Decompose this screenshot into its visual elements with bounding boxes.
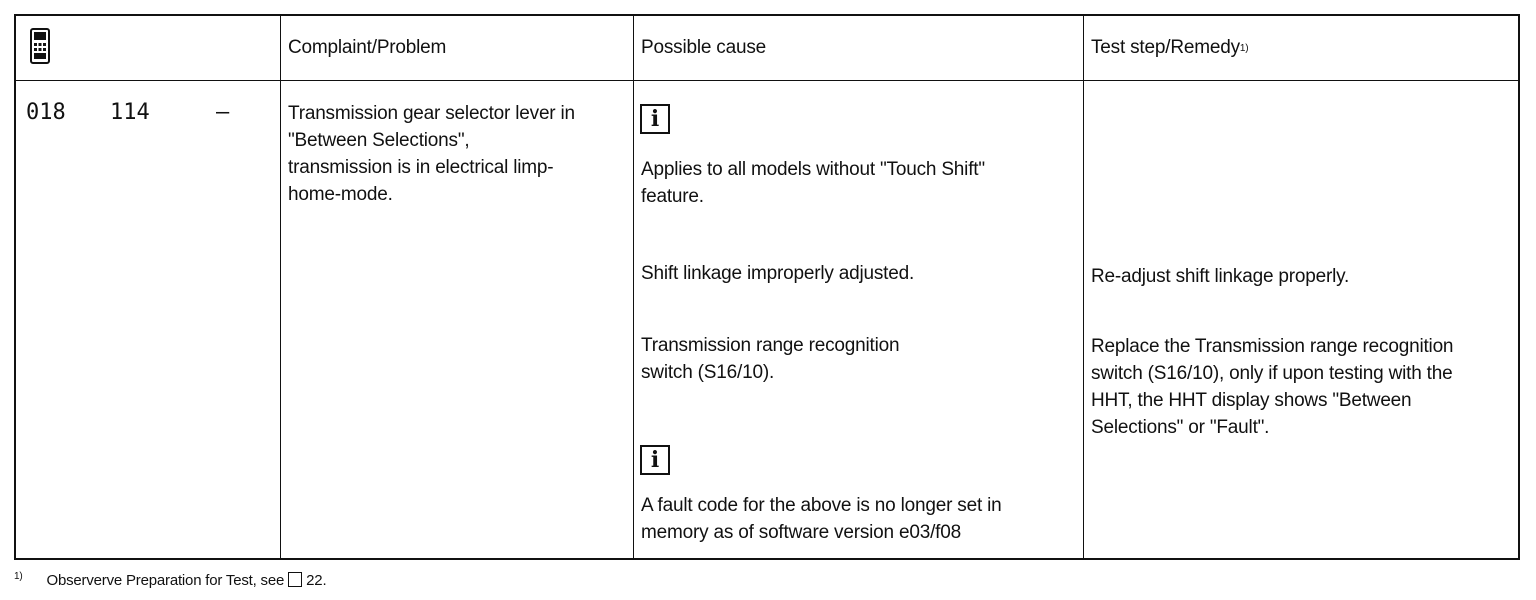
page-reference-box-icon xyxy=(288,572,303,587)
column-divider xyxy=(280,16,281,558)
fault-code-1: 018 xyxy=(26,100,66,125)
remedy-shift-linkage: Re-adjust shift linkage properly. xyxy=(1091,266,1350,287)
header-remedy-label: Test step/Remedy xyxy=(1091,37,1240,58)
note-fault-code: A fault code for the above is no longer … xyxy=(641,495,1002,543)
column-divider xyxy=(633,16,634,558)
header-complaint: Complaint/Problem xyxy=(288,16,446,80)
footnote-page-ref[interactable]: 22. xyxy=(306,572,327,589)
info-icon: i xyxy=(640,445,670,475)
complaint-text: Transmission gear selector lever in "Bet… xyxy=(288,103,575,205)
header-divider xyxy=(16,80,1518,81)
footnote: 1) Observerve Preparation for Test, see 22… xyxy=(14,571,327,589)
note-touch-shift: Applies to all models without "Touch Shi… xyxy=(641,159,985,207)
footnote-text: Observerve Preparation for Test, see xyxy=(46,572,285,589)
cause-range-switch: Transmission range recognition switch (S… xyxy=(641,335,900,383)
header-complaint-label: Complaint/Problem xyxy=(288,37,447,58)
info-icon: i xyxy=(640,104,670,134)
hand-held-tester-icon xyxy=(30,28,50,64)
fault-code-3: — xyxy=(216,100,230,125)
diagnosis-table: Complaint/Problem Possible cause Test st… xyxy=(14,14,1520,560)
footnote-mark: 1) xyxy=(14,571,23,582)
remedy-range-switch: Replace the Transmission range recogniti… xyxy=(1091,336,1454,438)
footnote-marker: 1) xyxy=(1239,42,1249,54)
fault-code-2: 114 xyxy=(110,100,150,125)
cause-shift-linkage: Shift linkage improperly adjusted. xyxy=(641,263,915,284)
header-cause-label: Possible cause xyxy=(641,37,766,58)
column-divider xyxy=(1083,16,1084,558)
header-cause: Possible cause xyxy=(641,16,766,80)
